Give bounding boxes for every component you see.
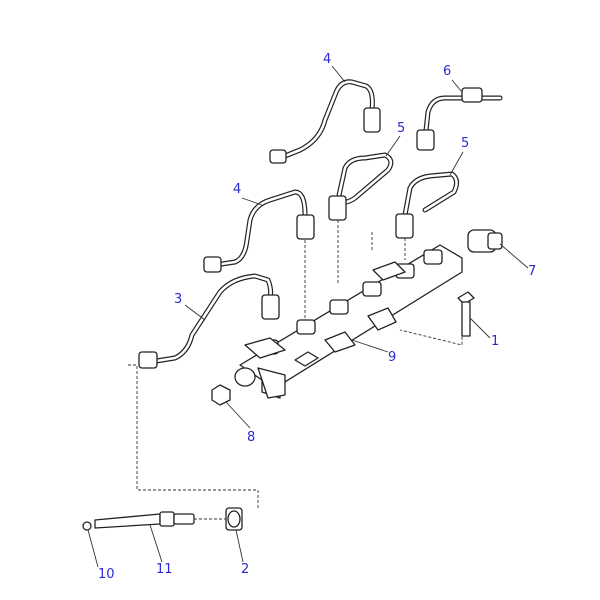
callout-5: 5 xyxy=(461,136,470,151)
seal-10[interactable] xyxy=(82,521,92,531)
bolt-1[interactable] xyxy=(457,291,475,337)
callout-6: 6 xyxy=(443,64,452,79)
nut-2[interactable] xyxy=(225,507,243,531)
callout-11: 11 xyxy=(156,562,173,577)
callout-4: 4 xyxy=(233,182,242,197)
pipe-4-upper[interactable] xyxy=(269,79,381,164)
pipe-3[interactable] xyxy=(138,273,280,369)
pressure-sensor-7[interactable] xyxy=(467,229,503,253)
pipe-6[interactable] xyxy=(416,87,503,151)
callout-10: 10 xyxy=(98,567,115,582)
plug-8[interactable] xyxy=(211,384,231,406)
callout-8: 8 xyxy=(247,430,256,445)
pipe-5-right[interactable] xyxy=(395,171,460,239)
callout-4: 4 xyxy=(323,52,332,67)
callout-9: 9 xyxy=(388,350,397,365)
callout-2: 2 xyxy=(241,562,250,577)
clamp-9b[interactable] xyxy=(367,307,397,331)
pipe-4-lower[interactable] xyxy=(203,189,315,273)
callout-1: 1 xyxy=(491,334,500,349)
clamp-9[interactable] xyxy=(324,331,356,353)
callout-7: 7 xyxy=(528,264,537,279)
pipe-5-left[interactable] xyxy=(328,152,394,221)
callout-5: 5 xyxy=(397,121,406,136)
fuel-rail[interactable] xyxy=(234,244,463,399)
callout-3: 3 xyxy=(174,292,183,307)
injector-11[interactable] xyxy=(94,511,195,529)
